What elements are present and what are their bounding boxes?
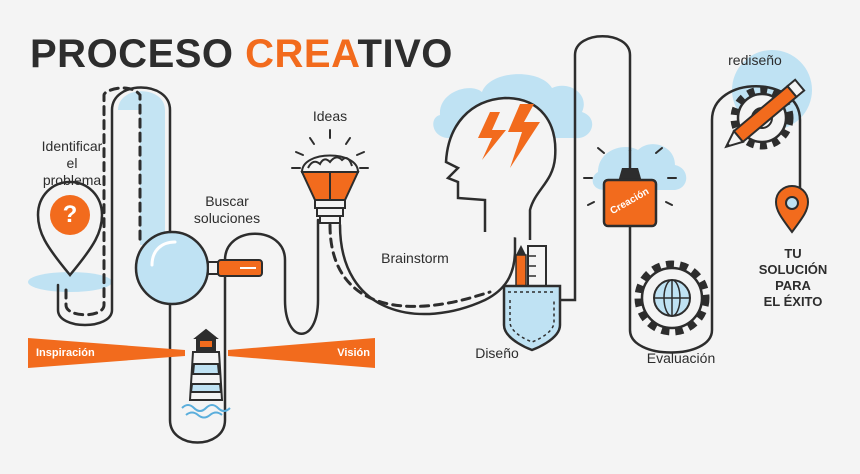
light-beams (28, 338, 375, 368)
creacion-tag-icon (583, 131, 677, 228)
dashed-path (64, 86, 492, 317)
gear-pencil-icon (724, 78, 806, 150)
label-buscar: Buscar soluciones (182, 193, 272, 227)
label-exito: TU SOLUCIÓN PARA EL ÉXITO (748, 246, 838, 310)
label-identificar-line1: Identificar (41, 138, 103, 154)
label-exito-line1: TU (784, 246, 802, 261)
label-vision: Visión (337, 347, 370, 359)
label-buscar-line2: soluciones (193, 210, 261, 226)
label-inspiracion: Inspiración (36, 347, 95, 359)
label-identificar-line2: el (66, 155, 78, 171)
label-diseno: Diseño (475, 345, 519, 361)
head-lightning-icon (444, 96, 557, 240)
page-title: PROCESO CREATIVO (30, 32, 453, 77)
label-brainstorm: Brainstorm (381, 250, 449, 266)
lighthouse-icon (181, 328, 231, 419)
label-evaluacion: Evaluación (646, 350, 716, 366)
map-pin-question-icon (36, 180, 104, 277)
label-buscar-line1: Buscar (205, 193, 249, 209)
label-exito-line3: PARA (775, 278, 811, 293)
title-part1: PROCESO (30, 32, 246, 76)
label-rediseno: rediseño (728, 52, 782, 68)
label-exito-line4: EL ÉXITO (763, 294, 823, 309)
magnifier-icon (134, 230, 263, 306)
pocket-pencil-ruler-icon (502, 245, 562, 352)
title-accent: CREA (245, 32, 358, 76)
brain-lightbulb-icon (291, 129, 369, 224)
label-exito-line2: SOLUCIÓN (758, 262, 828, 277)
location-pin-icon (774, 184, 810, 234)
label-ideas: Ideas (312, 108, 348, 124)
title-part2: TIVO (357, 32, 453, 76)
globe-gear-icon (634, 260, 710, 336)
label-identificar-line3: problema (42, 172, 102, 188)
label-identificar: Identificar el problema (32, 138, 112, 189)
question-mark-glyph: ? (62, 201, 78, 228)
